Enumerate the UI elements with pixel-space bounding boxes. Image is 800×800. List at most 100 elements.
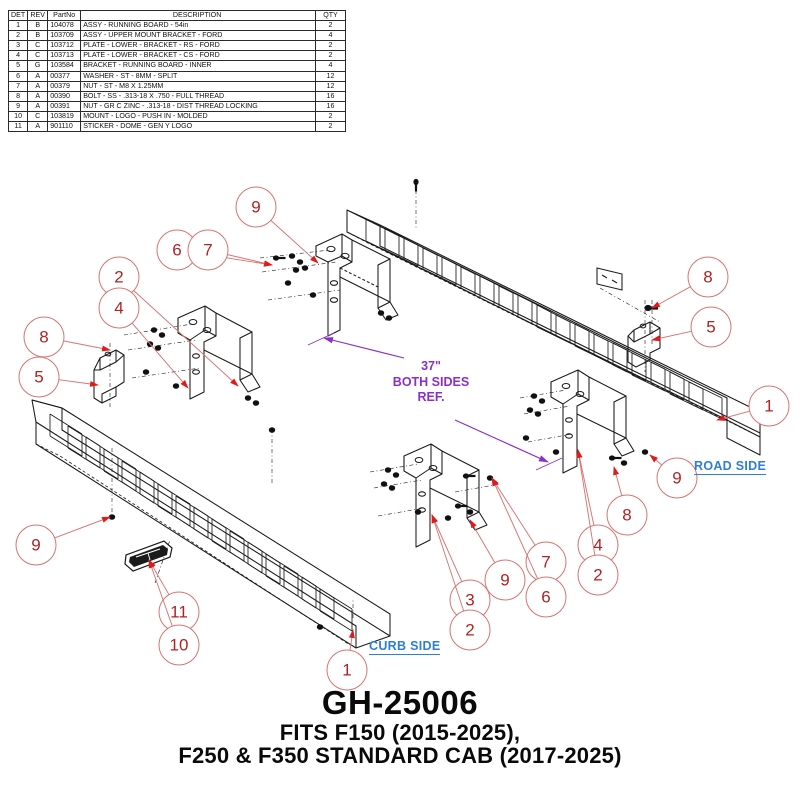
column-header-partno: PartNo (47, 9, 82, 22)
balloon-callout: 9 (469, 519, 526, 601)
cell-part: 00379 (47, 80, 82, 92)
cell-qty: 2 (315, 121, 346, 133)
running-board-road-side (346, 209, 761, 456)
balloon-number: 10 (170, 636, 189, 655)
cell-qty: 2 (315, 110, 346, 123)
balloon-circle (15, 524, 57, 566)
cell-qty: 16 (315, 90, 346, 102)
cell-rev: A (27, 100, 49, 112)
part-number-title: GH-25006 (321, 684, 479, 721)
balloon-callout: 8 (606, 466, 648, 536)
upper-mount-bracket-curb-front (177, 305, 261, 400)
cell-det: 5 (7, 60, 29, 72)
cell-part: 901110 (47, 121, 82, 133)
cell-det: 11 (7, 121, 29, 133)
balloon-callout: 2 (576, 449, 619, 596)
leader-line (348, 629, 355, 651)
balloon-number: 7 (541, 553, 550, 572)
hardware-top-bolt (413, 178, 419, 230)
cell-part: 103584 (47, 60, 82, 72)
curb-side-label: CURB SIDE (369, 639, 441, 655)
leader-line (148, 559, 170, 595)
balloon-callout: 4 (576, 449, 619, 566)
cell-desc: PLATE - LOWER - BRACKET - CS - FORD (80, 50, 316, 62)
cell-desc: ASSY - RUNNING BOARD - 54in (80, 20, 316, 32)
cell-rev: A (27, 121, 49, 133)
cell-desc: WASHER - ST - 8MM - SPLIT (80, 70, 316, 82)
cell-qty: 2 (315, 40, 346, 52)
hardware-cluster-road-rear (519, 389, 649, 466)
leader-line (649, 454, 663, 466)
cell-qty: 12 (315, 70, 346, 82)
leader-line (651, 286, 691, 309)
balloon-number: 11 (170, 603, 188, 622)
leader-line (148, 559, 173, 627)
leader-line (58, 379, 99, 387)
cell-rev: C (27, 50, 49, 62)
balloon-number: 1 (342, 661, 351, 680)
cell-det: 9 (7, 100, 29, 112)
running-board-curb-side (31, 399, 391, 649)
balloon-circle (525, 541, 567, 583)
cell-desc: BOLT - SS - .313-18 X .750 - FULL THREAD (80, 90, 316, 102)
balloon-callout: 2 (431, 514, 491, 651)
balloon-circle (687, 256, 729, 298)
balloon-number: 6 (541, 588, 550, 607)
balloon-callout: 5 (18, 356, 99, 398)
cell-part: 103819 (47, 110, 82, 123)
title-block: GH-25006 FITS F150 (2015-2025), F250 & F… (0, 685, 800, 768)
balloon-callout: 10 (148, 559, 200, 666)
balloon-callout: 7 (491, 477, 567, 583)
cell-rev: A (27, 80, 49, 92)
leader-line (613, 466, 623, 496)
cell-desc: MOUNT - LOGO - PUSH IN - MOLDED (80, 110, 316, 123)
cell-rev: C (27, 110, 49, 123)
cell-det: 3 (7, 40, 29, 52)
cell-det: 6 (7, 70, 29, 82)
cell-rev: A (27, 90, 49, 102)
leader-line (131, 322, 189, 389)
balloon-callout: 3 (431, 514, 491, 621)
cell-part: 104078 (47, 20, 82, 32)
cell-qty: 2 (315, 20, 346, 32)
balloon-circle (484, 559, 526, 601)
cell-det: 8 (7, 90, 29, 102)
cell-desc: STICKER - DOME - GEN Y LOGO (80, 121, 316, 133)
balloon-number: 1 (764, 397, 773, 416)
cell-det: 4 (7, 50, 29, 62)
balloon-number: 8 (703, 268, 712, 287)
cell-rev: A (27, 70, 49, 82)
balloon-callout: 2 (98, 256, 239, 387)
balloon-circle (235, 186, 277, 228)
balloon-number: 9 (500, 571, 509, 590)
leader-line (576, 449, 595, 526)
mount-plate-detail (596, 267, 661, 323)
balloon-number: 2 (465, 621, 474, 640)
balloon-circle (18, 356, 60, 398)
balloon-callout: 1 (326, 629, 368, 691)
cell-desc: BRACKET - RUNNING BOARD - INNER (80, 60, 316, 72)
balloon-callout: 8 (651, 256, 729, 309)
balloon-number: 5 (706, 318, 715, 337)
cell-part: 103712 (47, 40, 82, 52)
leader-line (491, 477, 536, 546)
balloon-number: 9 (672, 469, 681, 488)
cell-qty: 16 (315, 100, 346, 112)
column-header-description: DESCRIPTION (80, 9, 316, 22)
balloon-number: 4 (593, 536, 602, 555)
leader-line (469, 519, 496, 563)
cell-desc: ASSY - UPPER MOUNT BRACKET - FORD (80, 30, 316, 42)
cell-det: 7 (7, 80, 29, 92)
cell-det: 1 (7, 20, 29, 32)
leader-line (431, 514, 465, 612)
hardware-cluster-curb-front (123, 323, 260, 406)
column-header-qty: QTY (315, 9, 346, 22)
balloon-circle (187, 229, 229, 271)
balloon-circle (156, 229, 198, 271)
